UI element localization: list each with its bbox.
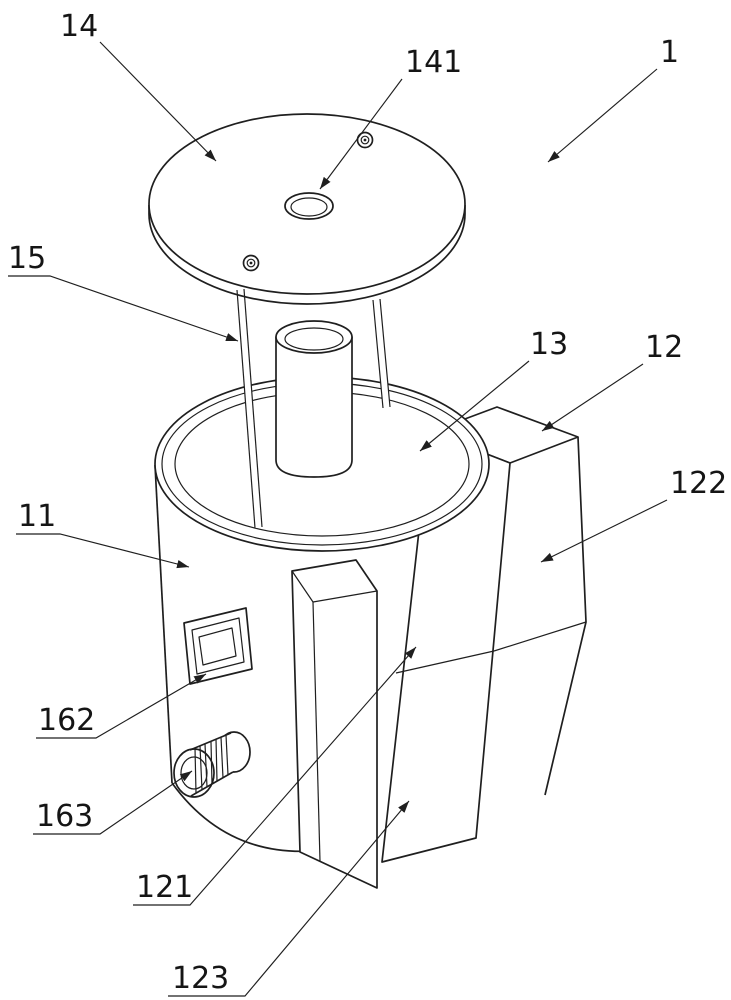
rod-right-edge-b (379, 298, 391, 408)
rod-right-fill (373, 299, 390, 408)
switch-rocker[interactable] (198, 627, 237, 666)
callout-14: 14 (60, 9, 217, 162)
callout-1-label: 1 (660, 35, 679, 70)
callout-13: 13 (419, 327, 568, 452)
callout-14-label: 14 (60, 9, 98, 44)
rod-left-edge-b (243, 288, 263, 528)
callout-121: 121 (133, 646, 417, 906)
front-panel-front-edge (312, 601, 321, 862)
callout-122-label: 122 (670, 466, 727, 501)
disc-center-hole (284, 192, 334, 220)
inner-tube (275, 320, 353, 478)
disc-top-face (148, 113, 466, 295)
callout-1: 1 (547, 35, 679, 163)
callout-1-leader (547, 68, 658, 163)
callout-12: 12 (541, 330, 683, 432)
screw-center (363, 138, 367, 142)
tube-top-face (275, 320, 353, 354)
callout-13-label: 13 (530, 327, 568, 362)
support-rod-right (372, 298, 391, 409)
callout-162-leader (36, 673, 207, 739)
screw-center (249, 261, 253, 265)
callout-11-leader (16, 533, 190, 569)
rod-left-fill (237, 289, 262, 528)
callout-122: 122 (540, 466, 727, 563)
callouts: 14 141 1 15 13 12 122 11 (8, 9, 727, 997)
knob-front-face (173, 748, 215, 798)
callout-11: 11 (16, 499, 190, 569)
control-box-right-edge (544, 436, 587, 796)
callout-15-leader (8, 275, 239, 342)
disc-center-hole-inner (290, 197, 328, 217)
callout-141-leader (319, 78, 403, 190)
callout-123-leader (168, 800, 410, 997)
callout-163-label: 163 (36, 799, 93, 834)
disc-screw-right (356, 131, 374, 149)
callout-11-label: 11 (18, 499, 56, 534)
callout-15-label: 15 (8, 241, 46, 276)
screw-inner (246, 258, 256, 268)
callout-13-leader (419, 360, 530, 452)
callout-162-label: 162 (38, 703, 95, 738)
callout-123: 123 (168, 800, 410, 997)
container-left-edge (154, 464, 173, 784)
connector-knob[interactable] (173, 731, 251, 798)
knob-top-edge (189, 732, 232, 751)
callout-163: 163 (33, 770, 193, 835)
callout-15: 15 (8, 241, 239, 342)
screw-inner (360, 135, 370, 145)
front-panel-outline (291, 559, 378, 889)
callout-123-label: 123 (172, 961, 229, 996)
support-rod-left (236, 288, 263, 529)
callout-122-leader (540, 499, 668, 563)
container-bottom-edge (171, 782, 313, 853)
tube-opening (284, 327, 344, 351)
callout-141: 141 (319, 45, 462, 190)
callout-12-label: 12 (645, 330, 683, 365)
callout-121-leader (133, 646, 417, 906)
callout-141-label: 141 (405, 45, 462, 80)
tube-body (275, 336, 353, 478)
switch-bezel (183, 607, 253, 685)
callout-162: 162 (36, 673, 207, 739)
control-box-front-divider (395, 650, 495, 674)
disc-screw-left (242, 254, 260, 272)
rod-right-edge-a (372, 299, 384, 409)
power-switch[interactable] (183, 607, 253, 685)
rod-left-edge-a (236, 289, 256, 529)
switch-frame (191, 617, 245, 675)
callout-12-leader (541, 363, 644, 432)
top-disc (148, 113, 466, 305)
callout-163-leader (33, 770, 193, 835)
callout-14-leader (99, 41, 217, 162)
front-panel (291, 559, 378, 889)
disc-side-band (148, 205, 466, 305)
control-box-right-divider (493, 621, 587, 652)
callout-121-label: 121 (136, 870, 193, 905)
